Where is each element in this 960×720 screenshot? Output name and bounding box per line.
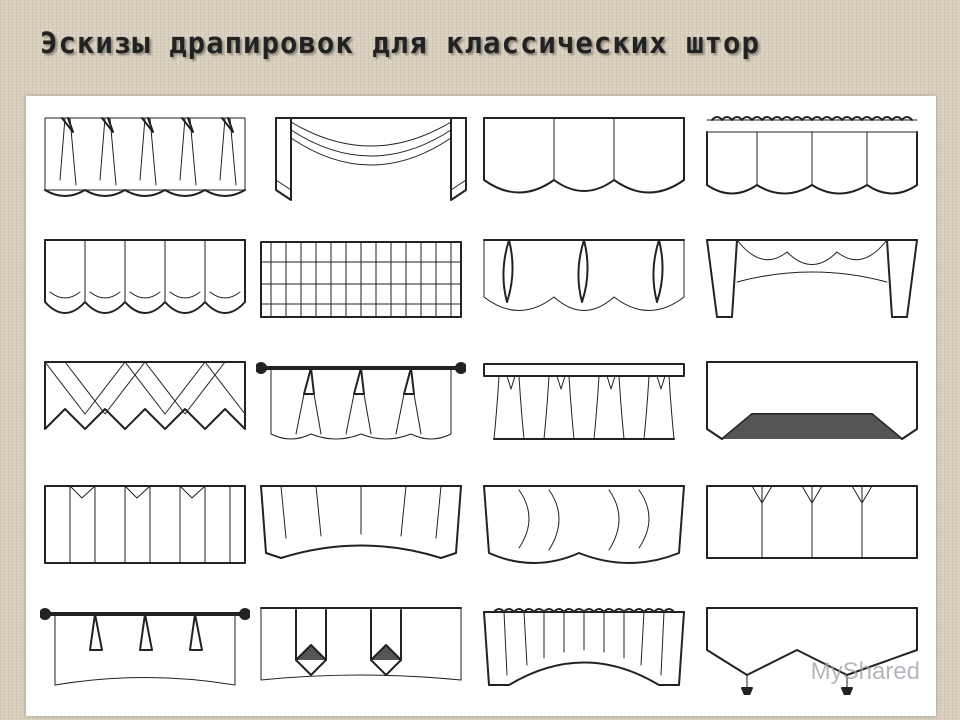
sketch-pleated-tab-valance [479,354,689,449]
sketch-shirred-valance [256,232,466,327]
sketch-balloon-valance [40,232,250,327]
sketch-tied-tab-valance [479,232,689,327]
sketch-rod-tie-valance [40,600,250,695]
sketch-swag-with-tails [266,110,476,205]
sketch-tab-point-valance [256,600,466,695]
sketch-pennant-tassel-valance [702,600,922,695]
sketch-box-pleat-valance [40,110,250,205]
watermark: MyShared [810,658,920,685]
sketch-scalloped-valance [479,110,689,205]
sketch-austrian-valance [702,110,922,205]
sketch-box-pleat-panel [40,478,250,573]
slide-title: Эскизы драпировок для классических штор [40,26,760,60]
sketch-pointed-valance [40,354,250,449]
sketch-rod-pocket-valance [256,354,466,449]
sketch-arched-shirred-valance [479,600,689,695]
sketch-cascade-valance [702,232,922,327]
sketch-draped-swag-panel [256,478,466,573]
sketch-box-cornice [702,354,922,449]
sketch-gathered-swag [479,478,689,573]
sketch-gallery: MyShared [26,96,936,716]
sketch-inverted-pleat-panel [702,478,922,573]
